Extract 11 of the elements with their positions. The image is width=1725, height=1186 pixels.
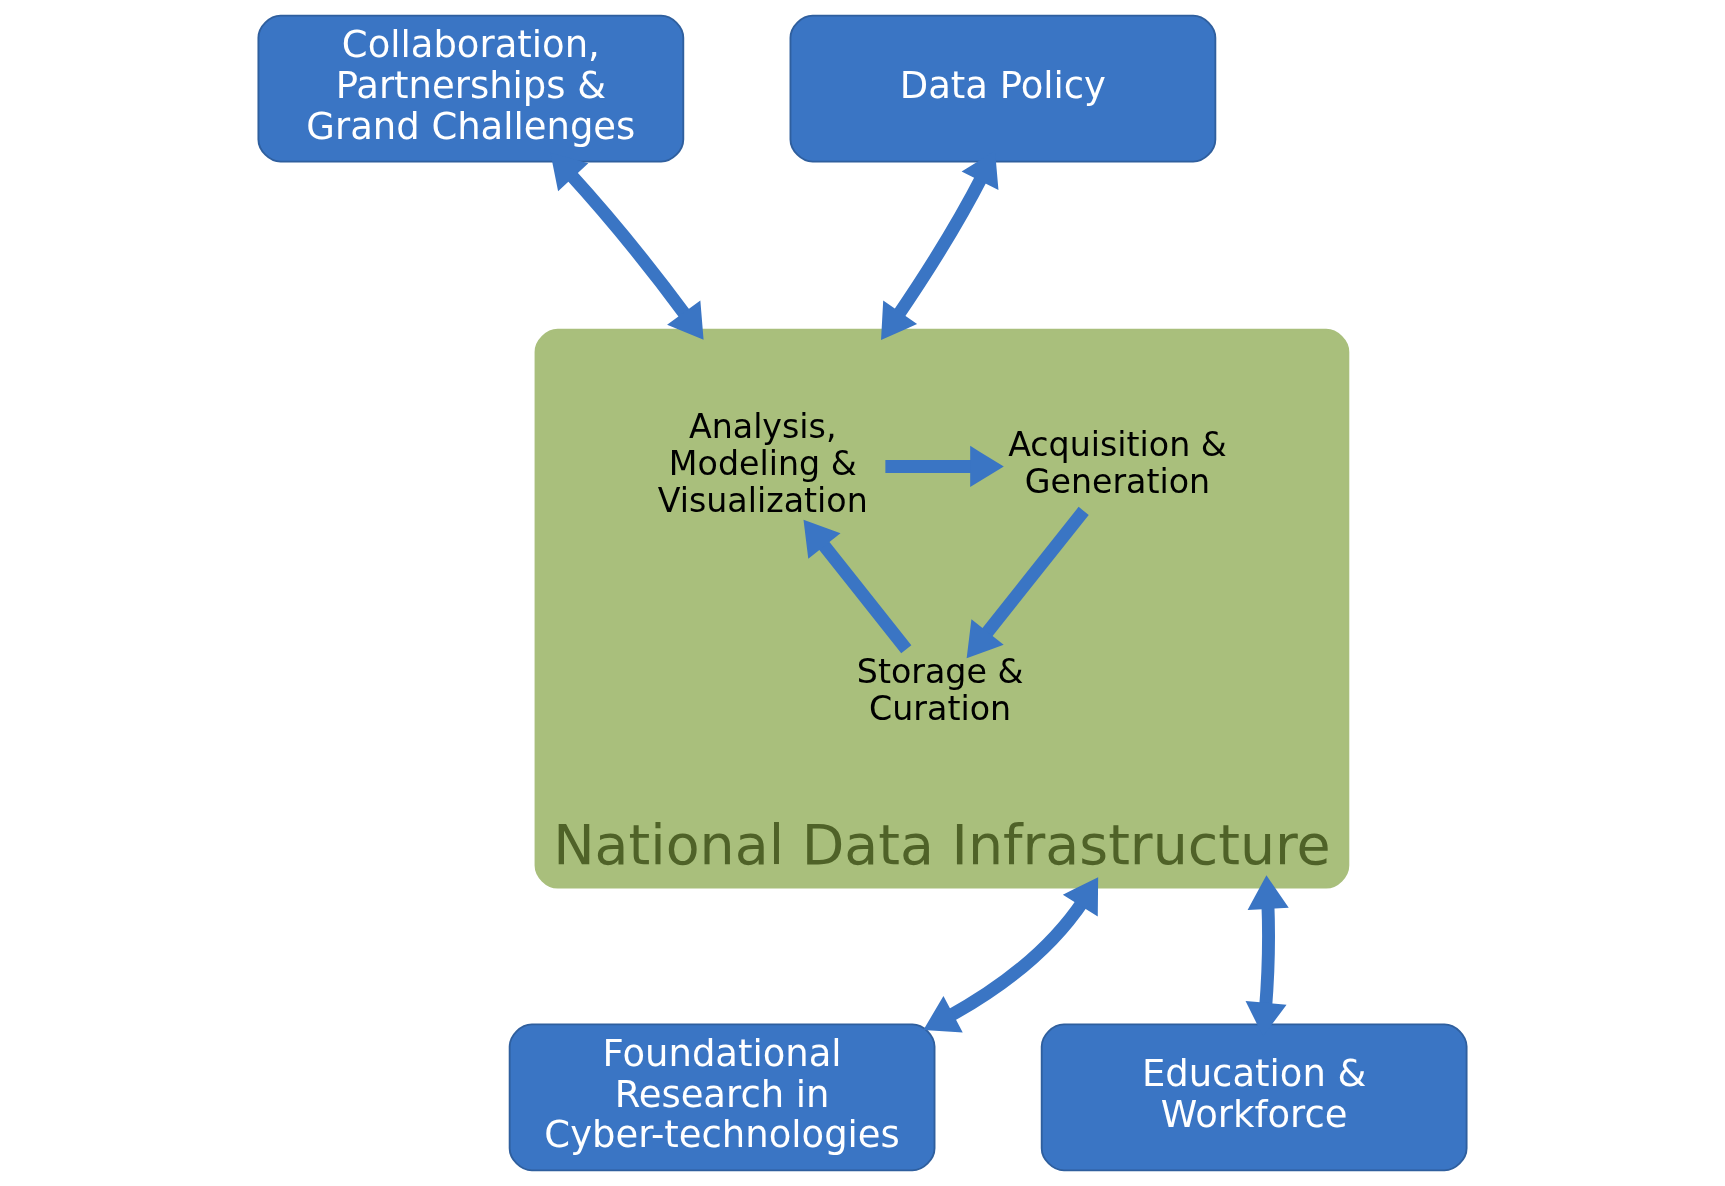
arrow — [966, 506, 1089, 659]
node-text: Analysis, Modeling & Visualization — [657, 406, 868, 520]
arrow — [923, 877, 1099, 1033]
node-box: Education & Workforce — [1040, 1023, 1468, 1172]
node-text: Storage & Curation — [856, 652, 1024, 729]
node-box: Foundational Research in Cyber-technologies — [508, 1023, 936, 1172]
arrow — [885, 445, 1004, 488]
arrow — [803, 519, 912, 654]
node-box: Data Policy — [789, 14, 1217, 163]
node-box: Collaboration, Partnerships & Grand Challenges — [257, 14, 685, 163]
node-text: Acquisition & Generation — [1008, 425, 1227, 502]
